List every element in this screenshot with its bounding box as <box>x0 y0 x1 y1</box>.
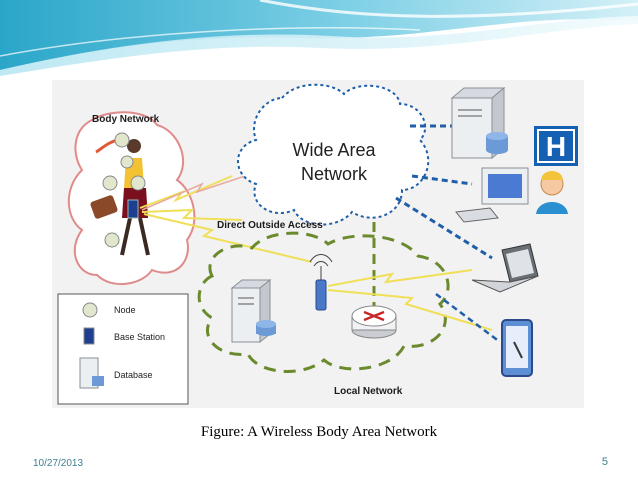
figure-caption: Figure: A Wireless Body Area Network <box>200 424 438 440</box>
legend-node-symbol <box>82 302 98 318</box>
legend-base-station-label: Base Station <box>114 332 165 342</box>
wan-cloud <box>237 83 430 226</box>
body-network-label: Body Network <box>92 114 160 125</box>
wan-label-line1: Wide Area <box>292 140 376 160</box>
wban-diagram: Body Network Wide Area Network Direct Ou… <box>52 80 584 408</box>
hospital-sign-icon: H <box>534 126 578 166</box>
local-server-icon <box>230 278 276 344</box>
legend-database-label: Database <box>114 370 153 380</box>
direct-access-label: Direct Outside Access <box>217 220 323 231</box>
legend-database-symbol <box>79 357 104 389</box>
wan-label-line2: Network <box>301 164 368 184</box>
local-network-label: Local Network <box>334 386 403 397</box>
local-network-cloud <box>197 231 450 373</box>
node-markers <box>102 132 146 248</box>
doctor-avatar-icon <box>536 171 568 214</box>
legend-base-station-symbol <box>83 327 95 345</box>
laptop-icon <box>471 243 539 293</box>
header-banner <box>0 0 638 76</box>
hospital-server-icon <box>450 86 508 160</box>
legend-node-label: Node <box>114 305 136 315</box>
tablet-icon <box>501 319 533 377</box>
slide-date: 10/27/2013 <box>33 458 84 469</box>
workstation-monitor-icon <box>455 167 529 223</box>
hospital-symbol: H <box>546 131 566 162</box>
base-station-antenna-icon <box>309 254 333 311</box>
slide-page-number: 5 <box>601 456 608 468</box>
router-icon <box>351 305 397 339</box>
body-base-station <box>127 199 139 219</box>
legend: Node Base Station Database <box>57 293 189 405</box>
